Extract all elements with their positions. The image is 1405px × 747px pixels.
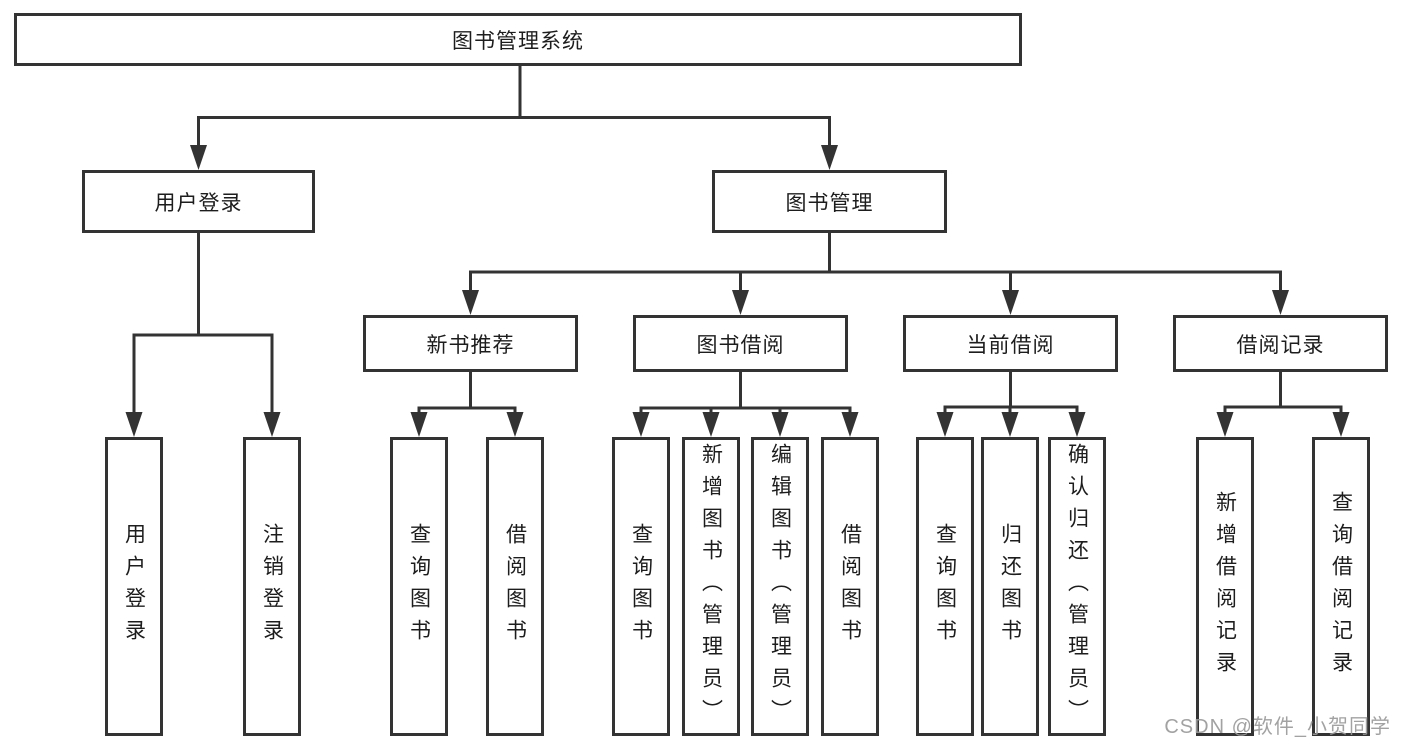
leaf-query-books-borrowing: 查询图书 [612,437,670,736]
node-book-borrowing: 图书借阅 [633,315,848,372]
leaf-edit-books-admin: 编辑图书（管理员） [751,437,809,736]
leaf-query-books-current: 查询图书 [916,437,974,736]
leaf-query-borrowing-record: 查询借阅记录 [1312,437,1370,736]
leaf-add-books-admin: 新增图书（管理员） [682,437,740,736]
leaf-query-books-recommend: 查询图书 [390,437,448,736]
node-library-management-system: 图书管理系统 [14,13,1022,66]
leaf-add-borrowing-record: 新增借阅记录 [1196,437,1254,736]
node-user-login: 用户登录 [82,170,315,233]
leaf-return-books: 归还图书 [981,437,1039,736]
node-new-book-recommendation: 新书推荐 [363,315,578,372]
leaf-confirm-return-admin: 确认归还（管理员） [1048,437,1106,736]
node-book-management: 图书管理 [712,170,947,233]
leaf-user-login: 用户登录 [105,437,163,736]
arrowheads [125,145,1350,437]
node-borrowing-records: 借阅记录 [1173,315,1388,372]
leaf-borrow-books-borrowing: 借阅图书 [821,437,879,736]
leaf-logout-login: 注销登录 [243,437,301,736]
leaf-borrow-books-recommend: 借阅图书 [486,437,544,736]
node-current-borrowing: 当前借阅 [903,315,1118,372]
